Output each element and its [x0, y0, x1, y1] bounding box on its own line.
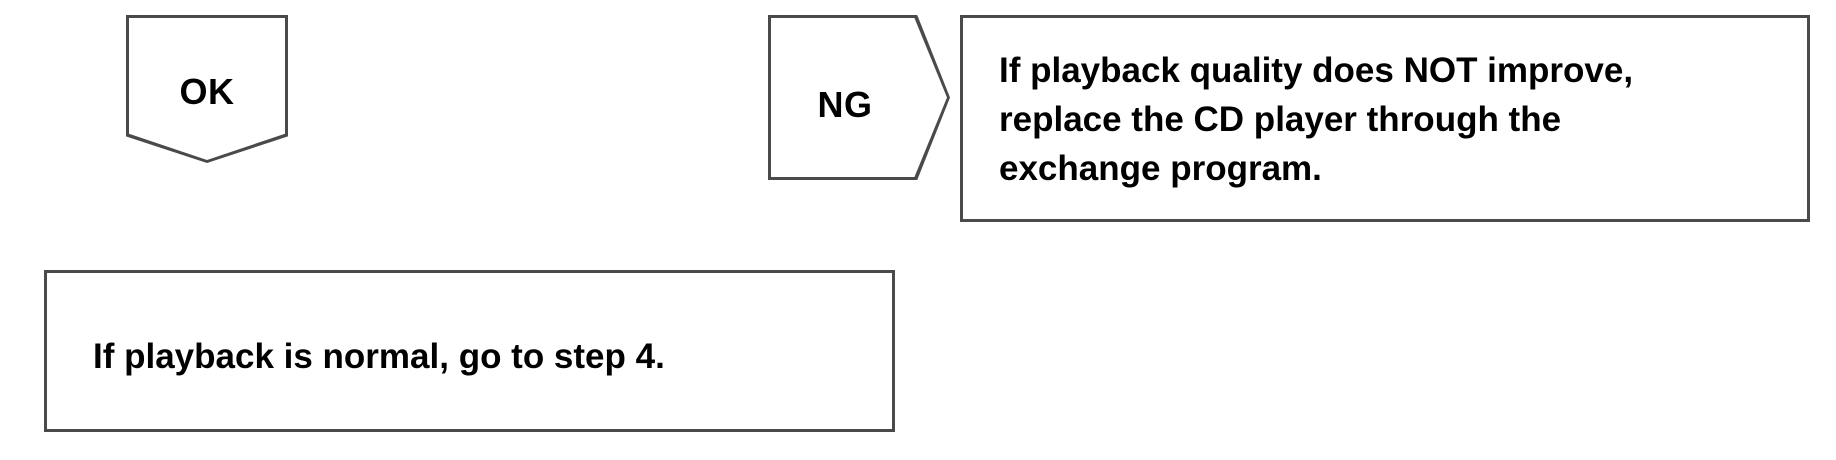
ng-instruction-text: If playback quality does NOT improve, re… [999, 51, 1634, 188]
ng-decision-fill [771, 18, 947, 177]
ng-instruction-box: If playback quality does NOT improve, re… [960, 15, 1810, 222]
ok-instruction-box: If playback is normal, go to step 4. [44, 270, 895, 432]
ok-decision-fill [129, 18, 285, 160]
ok-instruction-text: If playback is normal, go to step 4. [93, 337, 665, 376]
ng-decision-shape[interactable]: NG [768, 15, 950, 180]
ng-decision-label: NG [817, 84, 873, 125]
ok-decision-shape[interactable]: OK [126, 15, 288, 163]
ok-decision-label: OK [179, 71, 235, 112]
